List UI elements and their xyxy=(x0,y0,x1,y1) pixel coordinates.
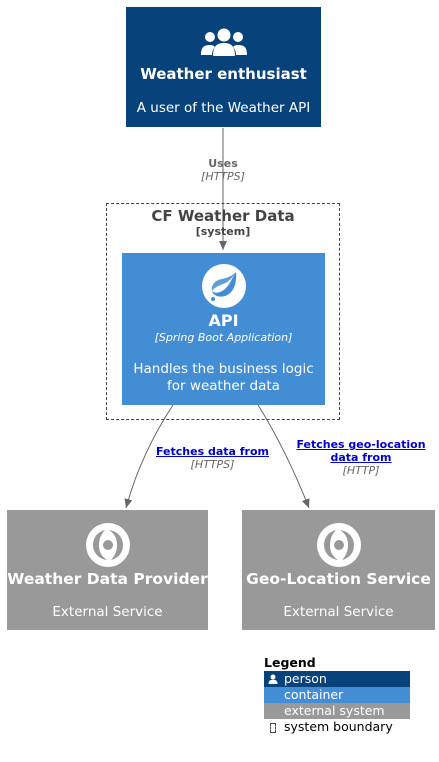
person-weather-enthusiast[interactable]: Weather enthusiast A user of the Weather… xyxy=(126,7,321,127)
legend-person-label: person xyxy=(284,671,327,686)
fetch-geo-link-line1[interactable]: Fetches geo-location xyxy=(296,438,426,451)
fetch-geo-tech: [HTTP] xyxy=(342,464,380,477)
uses-tech: [HTTPS] xyxy=(201,170,245,183)
api-technology: [Spring Boot Application] xyxy=(154,331,293,344)
uses-label: Uses xyxy=(208,157,238,170)
fetch-weather-link[interactable]: Fetches data from xyxy=(155,445,269,458)
legend-title: Legend xyxy=(264,655,316,670)
fetch-geo-connector xyxy=(257,404,310,509)
spring-cloud-icon xyxy=(316,523,361,567)
geo-location-service[interactable]: Geo-Location Service External Service xyxy=(242,510,435,630)
boundary-type: [system] xyxy=(195,225,251,238)
provider-description: External Service xyxy=(52,604,163,620)
legend-container: container xyxy=(264,687,410,703)
api-container[interactable]: API [Spring Boot Application] Handles th… xyxy=(122,253,325,405)
legend-person: person xyxy=(264,671,410,687)
fetch-geo-relation-label: Fetches geo-location data from [HTTP] xyxy=(288,438,434,477)
person-description: A user of the Weather API xyxy=(136,100,311,116)
legend-boundary-label: system boundary xyxy=(284,719,393,734)
spring-leaf-icon xyxy=(201,264,246,308)
system-boundary: CF Weather Data [system] xyxy=(106,203,340,420)
person-title: Weather enthusiast xyxy=(140,65,307,83)
users-icon xyxy=(200,28,247,56)
boundary-swatch-icon xyxy=(270,723,276,733)
weather-data-provider[interactable]: Weather Data Provider External Service xyxy=(7,510,208,630)
legend-external: external system xyxy=(264,703,410,719)
geo-title: Geo-Location Service xyxy=(246,570,431,588)
legend-boundary: system boundary xyxy=(264,719,410,735)
api-description-line1: Handles the business logic xyxy=(133,361,314,377)
api-title: API xyxy=(208,311,239,330)
fetch-weather-relation-label: Fetches data from [HTTPS] xyxy=(150,445,275,471)
boundary-title: CF Weather Data xyxy=(151,207,295,225)
legend: Legend person container external system … xyxy=(264,655,410,735)
fetch-weather-tech: [HTTPS] xyxy=(190,458,235,471)
spring-cloud-icon xyxy=(85,523,130,567)
api-description-line2: for weather data xyxy=(167,378,280,394)
fetch-weather-connector xyxy=(124,404,174,509)
fetch-geo-link-line2[interactable]: data from xyxy=(330,451,392,464)
legend-container-label: container xyxy=(284,687,344,702)
legend-external-label: external system xyxy=(284,703,385,718)
provider-title: Weather Data Provider xyxy=(7,570,208,588)
person-icon xyxy=(268,674,278,684)
geo-description: External Service xyxy=(283,604,394,620)
uses-relation-label: Uses [HTTPS] xyxy=(193,157,253,183)
